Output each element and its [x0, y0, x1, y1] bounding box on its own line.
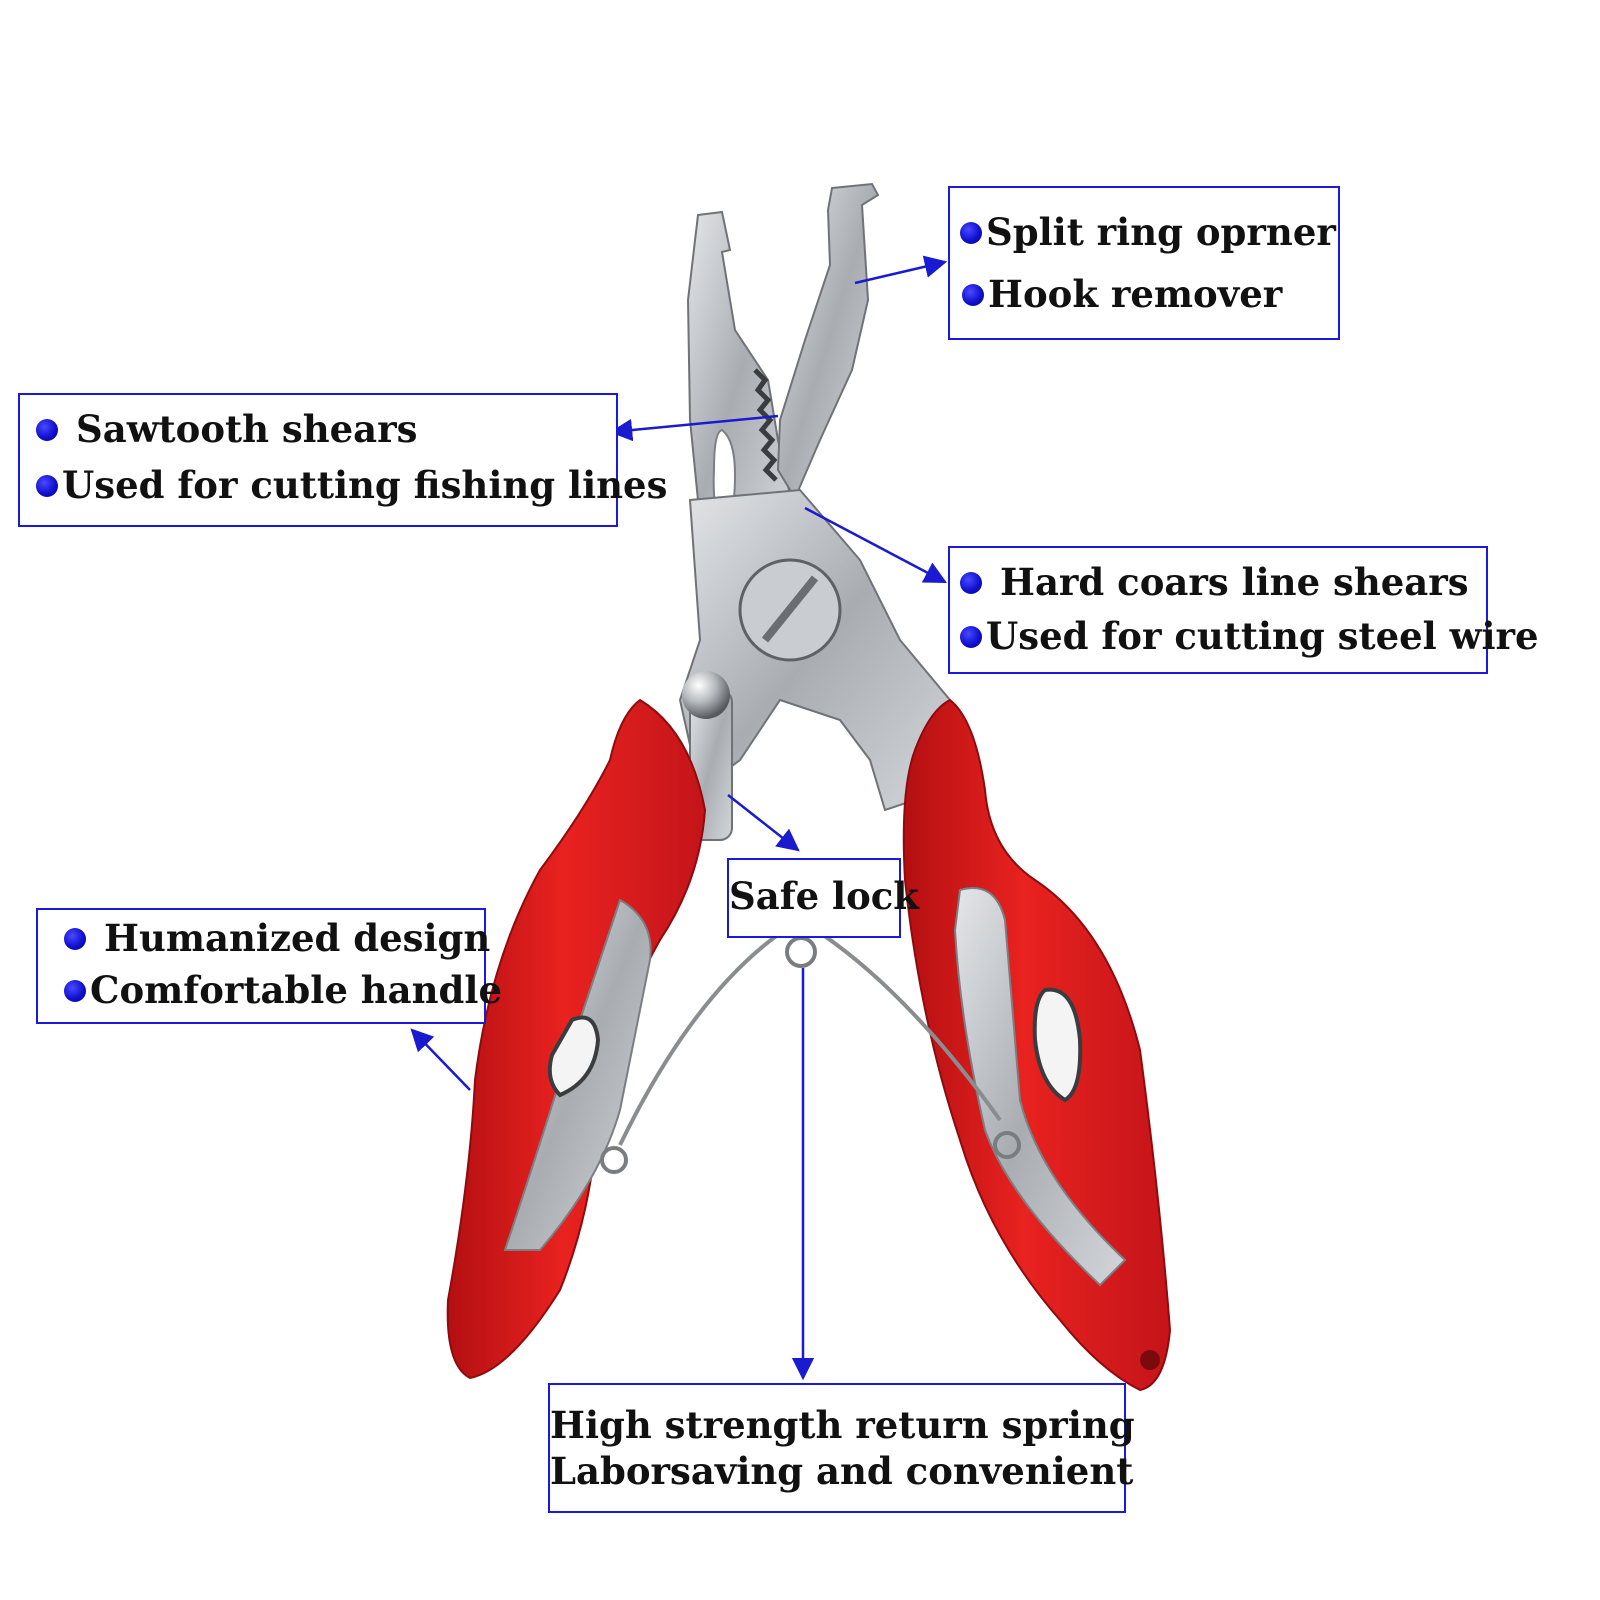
spring-coil-top	[785, 936, 817, 968]
callout-text: Used for cutting fishing lines	[62, 463, 668, 507]
arrow-icon	[609, 414, 779, 442]
arrow-icon	[410, 1028, 471, 1091]
callout-text: Humanized design	[104, 916, 491, 960]
spring-coil-right	[993, 1131, 1021, 1159]
left-jaw	[686, 210, 792, 542]
blue-dot-icon	[960, 221, 982, 244]
blue-dot-icon	[960, 625, 982, 648]
callout-safe-lock: Safe lock	[727, 858, 919, 938]
arrow-icon	[854, 255, 948, 285]
arrow-icon	[727, 794, 800, 852]
sawtooth-edge-icon	[753, 368, 778, 482]
right-handle-insert	[953, 887, 1127, 1287]
spring-coil-left	[600, 1146, 628, 1174]
callout-text: Split ring oprner	[986, 210, 1336, 254]
blue-dot-icon	[36, 418, 58, 441]
callout-spring: High strength return spring Laborsaving …	[548, 1383, 1135, 1513]
callout-sawtooth: Sawtooth shears Used for cutting fishing…	[18, 393, 667, 527]
callout-text: Used for cutting steel wire	[986, 614, 1539, 658]
right-handle-grip-hole	[1032, 987, 1083, 1103]
arrow-icon	[804, 506, 947, 584]
callout-text: Hard coars line shears	[1000, 560, 1469, 604]
callout-text: Safe lock	[729, 874, 919, 918]
right-jaw	[776, 182, 880, 501]
callout-split-ring: Split ring oprner Hook remover	[948, 186, 1340, 340]
blue-dot-icon	[64, 927, 86, 950]
callout-text: Comfortable handle	[90, 968, 503, 1012]
blue-dot-icon	[64, 979, 86, 1002]
callout-hard-shears: Hard coars line shears Used for cutting …	[948, 546, 1539, 674]
blue-dot-icon	[36, 474, 58, 497]
callout-text: Sawtooth shears	[76, 407, 418, 451]
callout-text: Laborsaving and convenient	[550, 1449, 1134, 1493]
callout-text: High strength return spring	[550, 1403, 1135, 1447]
left-handle-grip-hole	[547, 1015, 601, 1098]
blue-dot-icon	[962, 283, 984, 306]
safe-lock-ball	[682, 671, 730, 719]
blue-dot-icon	[960, 571, 982, 594]
callout-handle: Humanized design Comfortable handle	[36, 908, 502, 1024]
callout-text: Hook remover	[988, 272, 1283, 316]
